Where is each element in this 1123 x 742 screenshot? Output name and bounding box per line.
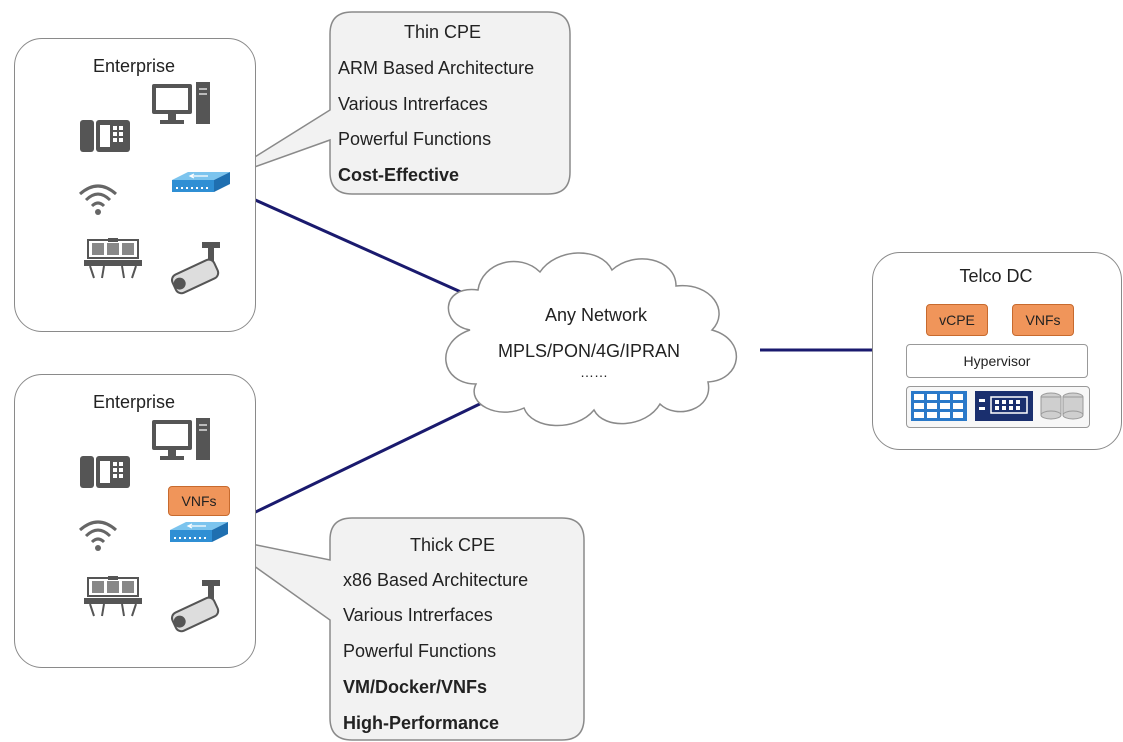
desktop-computer-icon-2: [152, 418, 210, 460]
server-hardware-icon: [911, 391, 1084, 421]
thin-cpe-callout-bubble: [217, 11, 571, 195]
security-camera-icon: [170, 242, 220, 295]
thin-cpe-line-3: Powerful Functions: [338, 129, 492, 149]
thick-cpe-bold-line-2: High-Performance: [343, 713, 500, 733]
thin-cpe-line-1: ARM Based Architecture: [338, 58, 535, 78]
hypervisor-bar: Hypervisor: [906, 344, 1088, 378]
network-cloud: [445, 252, 738, 427]
thin-cpe-bold-line-1: Cost-Effective: [338, 165, 460, 185]
enterprise-vnfs-tag: VNFs: [168, 486, 230, 516]
cpe-switch-icon-2: [170, 522, 228, 542]
desktop-computer-icon: [152, 82, 210, 124]
thick-cpe-bold-line-1: VM/Docker/VNFs: [343, 677, 488, 697]
link-bottom-enterprise: [211, 398, 489, 535]
enterprise-bottom-title: Enterprise: [92, 392, 176, 412]
wifi-icon-2: [79, 520, 117, 551]
thick-cpe-line-3: Powerful Functions: [343, 641, 497, 661]
thin-cpe-line-2: Various Intrerfaces: [338, 94, 488, 114]
telco-dc-title: Telco DC: [959, 266, 1033, 286]
thick-cpe-title: Thick CPE: [410, 535, 496, 555]
network-protocols: MPLS/PON/4G/IPRAN: [498, 341, 681, 361]
telco-vnfs-tag: VNFs: [1012, 304, 1074, 336]
video-conference-icon-2: [84, 576, 142, 617]
enterprise-bottom-panel: [14, 374, 256, 668]
thick-cpe-line-1: x86 Based Architecture: [343, 570, 529, 590]
link-top-enterprise: [214, 180, 491, 307]
network-ellipsis: ……: [580, 364, 608, 380]
enterprise-top-title: Enterprise: [92, 56, 176, 76]
cpe-switch-icon: [172, 172, 230, 192]
security-camera-icon-2: [170, 580, 220, 633]
thick-cpe-line-2: Various Intrerfaces: [343, 605, 493, 625]
thick-cpe-callout-bubble: [211, 517, 585, 741]
hardware-strip: [906, 386, 1090, 428]
video-conference-icon: [84, 238, 142, 279]
ip-phone-icon: [80, 120, 130, 152]
wifi-icon: [79, 184, 117, 215]
vcpe-tag: vCPE: [926, 304, 988, 336]
thin-cpe-title: Thin CPE: [404, 22, 482, 42]
network-title: Any Network: [545, 305, 648, 325]
ip-phone-icon-2: [80, 456, 130, 488]
